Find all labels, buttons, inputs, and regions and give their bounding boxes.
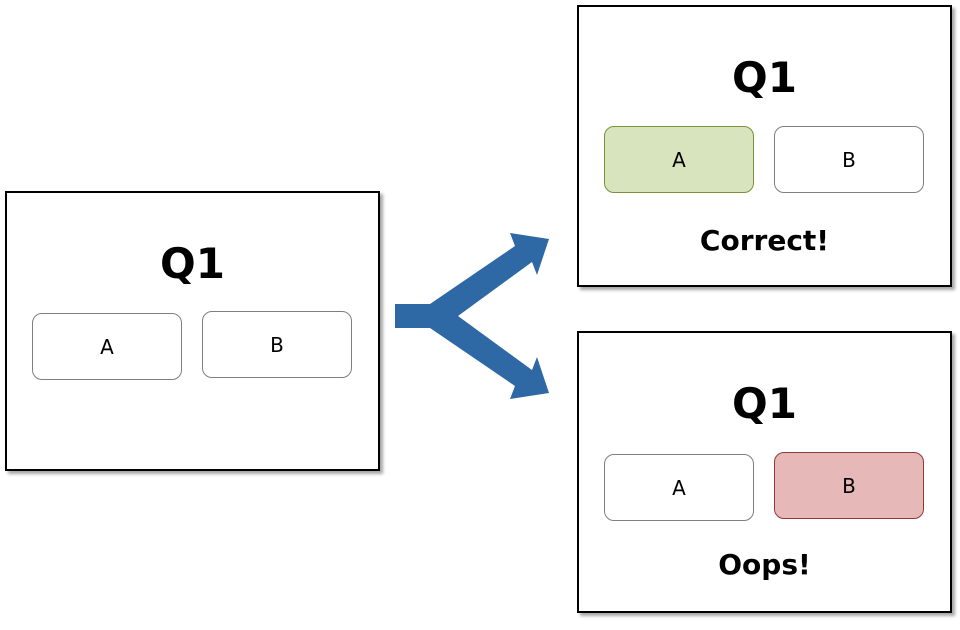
wrong-option-a-button[interactable]: A [604,454,754,521]
wrong-feedback-text: Oops! [718,548,811,581]
branch-arrow-shape [395,233,549,399]
question-title: Q1 [160,239,225,288]
wrong-result-panel: Q1 A B Oops! [577,331,952,613]
option-b-button[interactable]: B [202,311,352,378]
correct-option-a-button[interactable]: A [604,126,754,193]
correct-panel-title: Q1 [732,53,797,102]
correct-option-b-button[interactable]: B [774,126,924,193]
wrong-panel-title: Q1 [732,379,797,428]
question-panel: Q1 A B [5,191,380,471]
wrong-option-b-button[interactable]: B [774,452,924,519]
option-a-button[interactable]: A [32,313,182,380]
correct-feedback-text: Correct! [699,224,830,257]
correct-result-panel: Q1 A B Correct! [577,5,952,287]
